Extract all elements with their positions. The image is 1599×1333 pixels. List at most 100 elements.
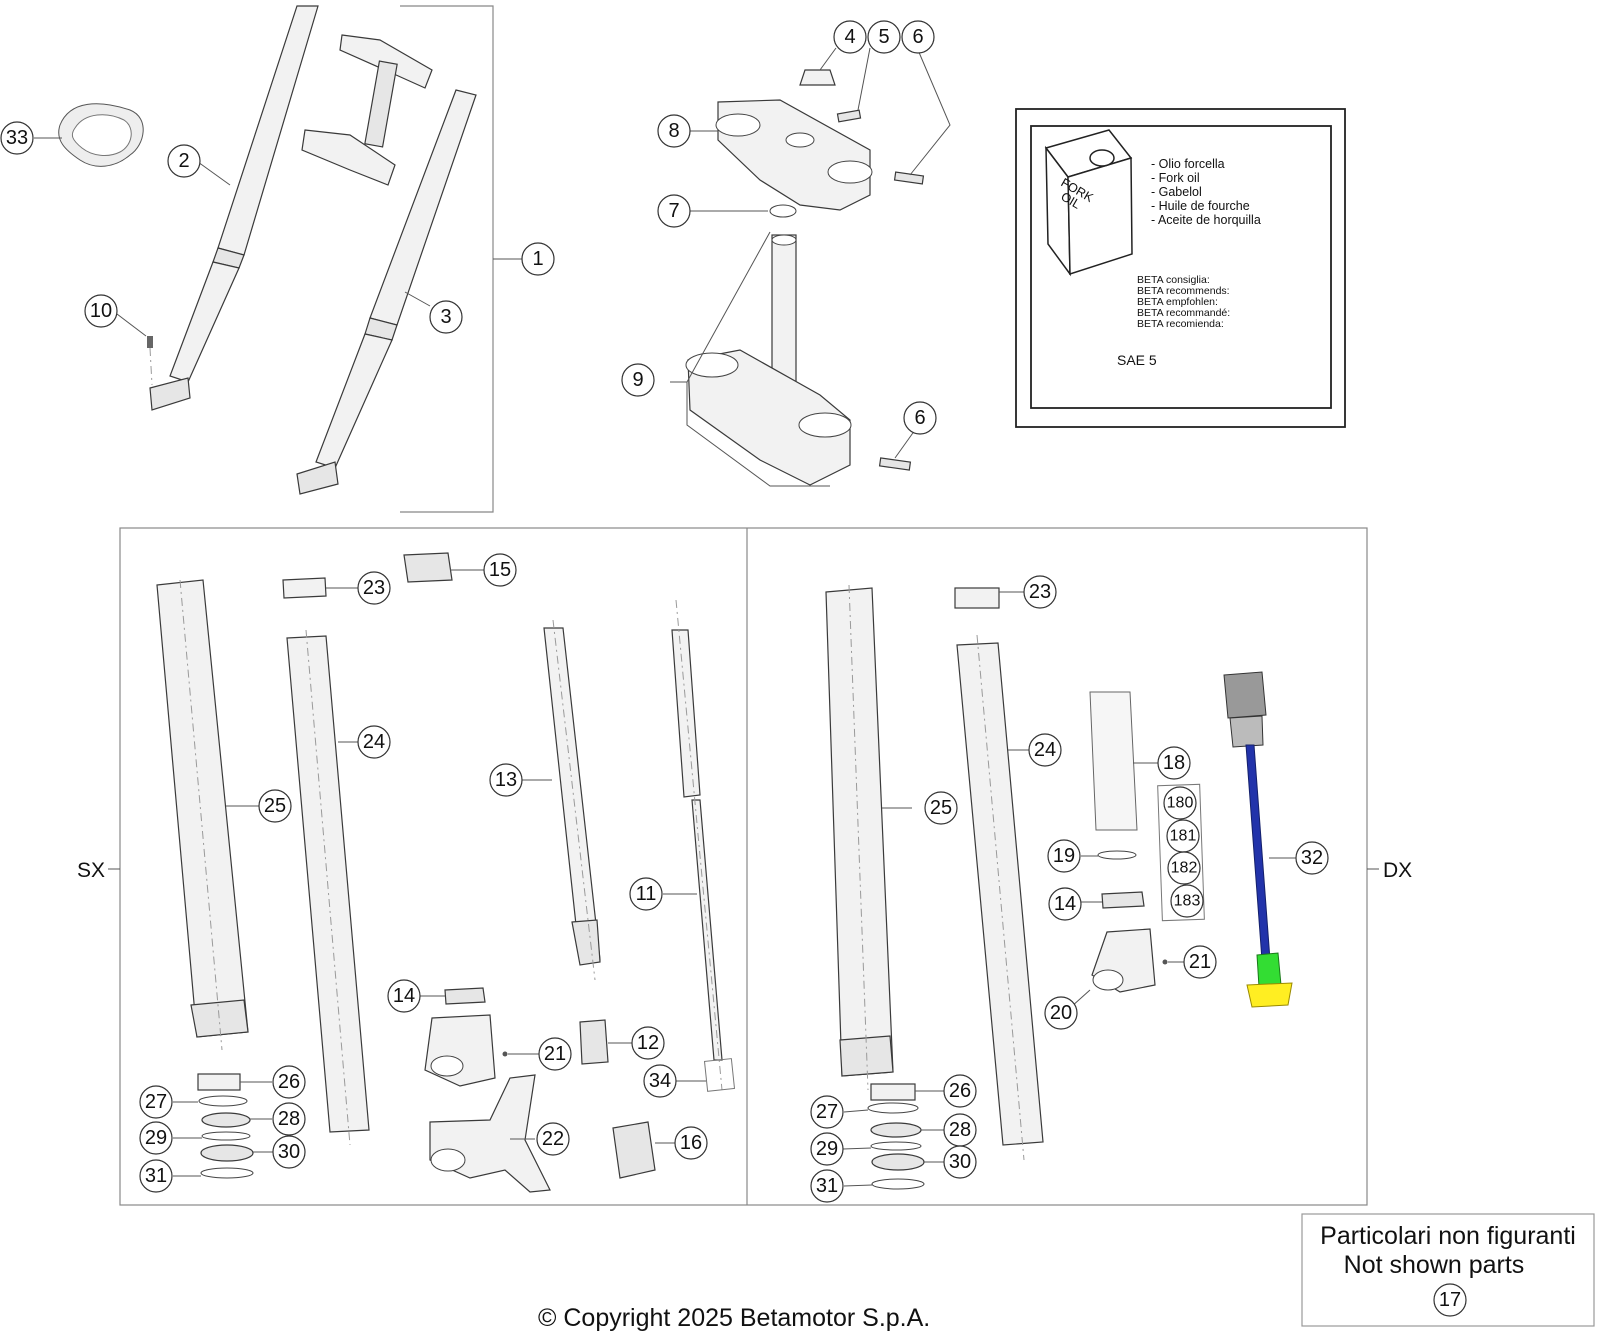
callout-26-dx: 26 <box>943 1074 977 1108</box>
callout-28-dx: 28 <box>943 1113 977 1147</box>
grease-sachet <box>612 1121 656 1179</box>
callout-23-dx: 23 <box>1023 575 1057 609</box>
callout-30-dx: 30 <box>943 1145 977 1179</box>
callout-3: 3 <box>429 300 463 334</box>
callout-18: 18 <box>1157 746 1191 780</box>
not-shown-parts-box: Particolari non figuranti Not shown part… <box>1301 1213 1595 1327</box>
callout-34: 34 <box>643 1064 677 1098</box>
sx-fork-foot <box>424 1014 496 1087</box>
not-shown-line-1: Particolari non figuranti <box>1320 1222 1576 1250</box>
svg-text:25: 25 <box>264 795 286 817</box>
callout-29-dx: 29 <box>810 1132 844 1166</box>
svg-text:26: 26 <box>278 1071 300 1093</box>
callout-11: 11 <box>629 877 663 911</box>
svg-text:1: 1 <box>532 248 543 270</box>
svg-text:23: 23 <box>1029 581 1051 603</box>
steering-nut-part <box>799 69 836 86</box>
svg-text:34: 34 <box>649 1070 671 1092</box>
callout-19: 19 <box>1047 839 1081 873</box>
oil-name-fr: - Huile de fourche <box>1151 199 1250 213</box>
svg-text:27: 27 <box>816 1101 838 1123</box>
svg-text:25: 25 <box>930 797 952 819</box>
callout-180: 180 <box>1163 786 1197 820</box>
not-shown-line-2: Not shown parts <box>1344 1251 1525 1279</box>
dx-cartridge-kit <box>1223 671 1293 1008</box>
callout-181: 181 <box>1166 819 1200 853</box>
callout-2: 2 <box>167 144 201 178</box>
sx-damper-tube <box>543 627 601 963</box>
svg-text:181: 181 <box>1170 828 1197 845</box>
svg-text:12: 12 <box>637 1032 659 1054</box>
callout-14-dx: 14 <box>1048 887 1082 921</box>
svg-text:183: 183 <box>1174 893 1201 910</box>
right-fork-leg <box>296 89 477 495</box>
callout-28-sx: 28 <box>272 1102 306 1136</box>
svg-text:21: 21 <box>1189 951 1211 973</box>
triple-clamp-overview <box>301 34 433 186</box>
dx-fork-spring <box>1089 691 1138 831</box>
callout-24-sx: 24 <box>357 725 391 759</box>
triple-clamp-group <box>670 47 951 487</box>
exploded-fork-panels: SX DX <box>77 527 1412 1206</box>
callout-31-dx: 31 <box>810 1169 844 1203</box>
svg-text:24: 24 <box>1034 739 1056 761</box>
svg-text:6: 6 <box>912 26 923 48</box>
callout-9: 9 <box>621 363 655 397</box>
callout-1: 1 <box>521 242 555 276</box>
svg-text:182: 182 <box>1171 860 1198 877</box>
recommend-it: BETA consiglia: <box>1137 274 1210 286</box>
svg-text:31: 31 <box>145 1165 167 1187</box>
callout-4: 4 <box>833 20 867 54</box>
svg-text:26: 26 <box>949 1080 971 1102</box>
svg-text:21: 21 <box>544 1043 566 1065</box>
callout-20: 20 <box>1044 996 1078 1030</box>
callout-30-sx: 30 <box>272 1135 306 1169</box>
svg-text:14: 14 <box>393 985 415 1007</box>
svg-text:29: 29 <box>145 1127 167 1149</box>
callout-24-dx: 24 <box>1028 733 1062 767</box>
left-side-label: SX <box>77 859 105 882</box>
callout-21-sx: 21 <box>538 1037 572 1071</box>
svg-text:11: 11 <box>636 883 657 905</box>
left-fork-leg <box>116 5 319 411</box>
callout-17: 17 <box>1433 1283 1467 1317</box>
sx-damper-rod-upper <box>671 629 701 798</box>
oil-grade: SAE 5 <box>1117 352 1157 368</box>
svg-text:22: 22 <box>542 1128 564 1150</box>
callout-12: 12 <box>631 1026 665 1060</box>
svg-text:31: 31 <box>816 1175 838 1197</box>
svg-text:13: 13 <box>495 769 517 791</box>
callout-10: 10 <box>84 294 118 328</box>
svg-text:9: 9 <box>632 369 643 391</box>
svg-text:30: 30 <box>949 1151 971 1173</box>
callout-183: 183 <box>1170 884 1204 918</box>
fork-strap-part <box>34 103 144 167</box>
svg-text:180: 180 <box>1167 795 1194 812</box>
oil-name-de: - Gabelol <box>1151 185 1202 199</box>
svg-text:23: 23 <box>363 577 385 599</box>
callout-21-dx: 21 <box>1183 945 1217 979</box>
svg-text:33: 33 <box>6 127 28 149</box>
svg-text:7: 7 <box>668 200 679 222</box>
callout-27-dx: 27 <box>810 1095 844 1129</box>
svg-text:17: 17 <box>1439 1289 1461 1311</box>
oil-name-en: - Fork oil <box>1151 171 1200 185</box>
svg-text:2: 2 <box>178 150 189 172</box>
callout-8: 8 <box>657 114 691 148</box>
callout-15: 15 <box>483 553 517 587</box>
callout-22: 22 <box>536 1122 570 1156</box>
callout-27-sx: 27 <box>139 1085 173 1119</box>
svg-text:28: 28 <box>278 1108 300 1130</box>
callout-25-sx: 25 <box>258 789 292 823</box>
callout-7: 7 <box>657 194 691 228</box>
svg-text:20: 20 <box>1050 1002 1072 1024</box>
sx-brake-caliper-mount <box>429 1074 551 1193</box>
callout-23-sx: 23 <box>357 571 391 605</box>
oil-name-it: - Olio forcella <box>1151 157 1225 171</box>
callout-16: 16 <box>674 1126 708 1160</box>
callout-26-sx: 26 <box>272 1065 306 1099</box>
lower-triple-clamp-part <box>670 231 852 487</box>
svg-text:15: 15 <box>489 559 511 581</box>
svg-text:10: 10 <box>90 300 112 322</box>
